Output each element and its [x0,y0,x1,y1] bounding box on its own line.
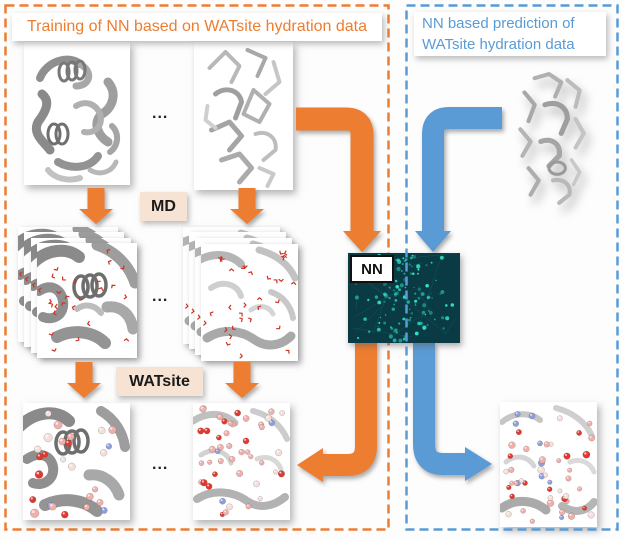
md-label: MD [140,192,187,221]
training-panel-title: Training of NN based on WATsite hydratio… [12,13,382,41]
ellipsis-middle: ... [152,288,169,305]
watsite-label: WATsite [116,367,203,396]
arrow-down-md-1 [79,188,113,224]
ellipsis-bottom: ... [152,456,169,473]
nn-label: NN [350,255,394,283]
arrow-training-input-to-nn [296,107,381,252]
hydration-sites-image-2 [193,403,290,520]
arrow-down-watsite-1 [67,362,101,398]
arrow-nn-to-training-output [297,342,377,482]
prediction-panel-title: NN based prediction of WATsite hydration… [414,12,606,56]
arrow-down-watsite-2 [225,362,259,398]
md-snapshots-stack-1 [18,227,138,359]
protein-structure-1 [24,42,130,185]
arrow-nn-to-prediction [413,342,492,481]
query-protein-structure [504,70,594,208]
hydration-sites-image-1 [23,403,130,520]
protein-structure-2 [194,42,293,190]
arrow-down-md-2 [230,188,264,224]
ellipsis-top: ... [152,105,169,122]
md-snapshots-stack-2 [183,227,301,361]
arrow-query-to-nn [415,107,502,252]
predicted-hydration-image [500,402,597,527]
